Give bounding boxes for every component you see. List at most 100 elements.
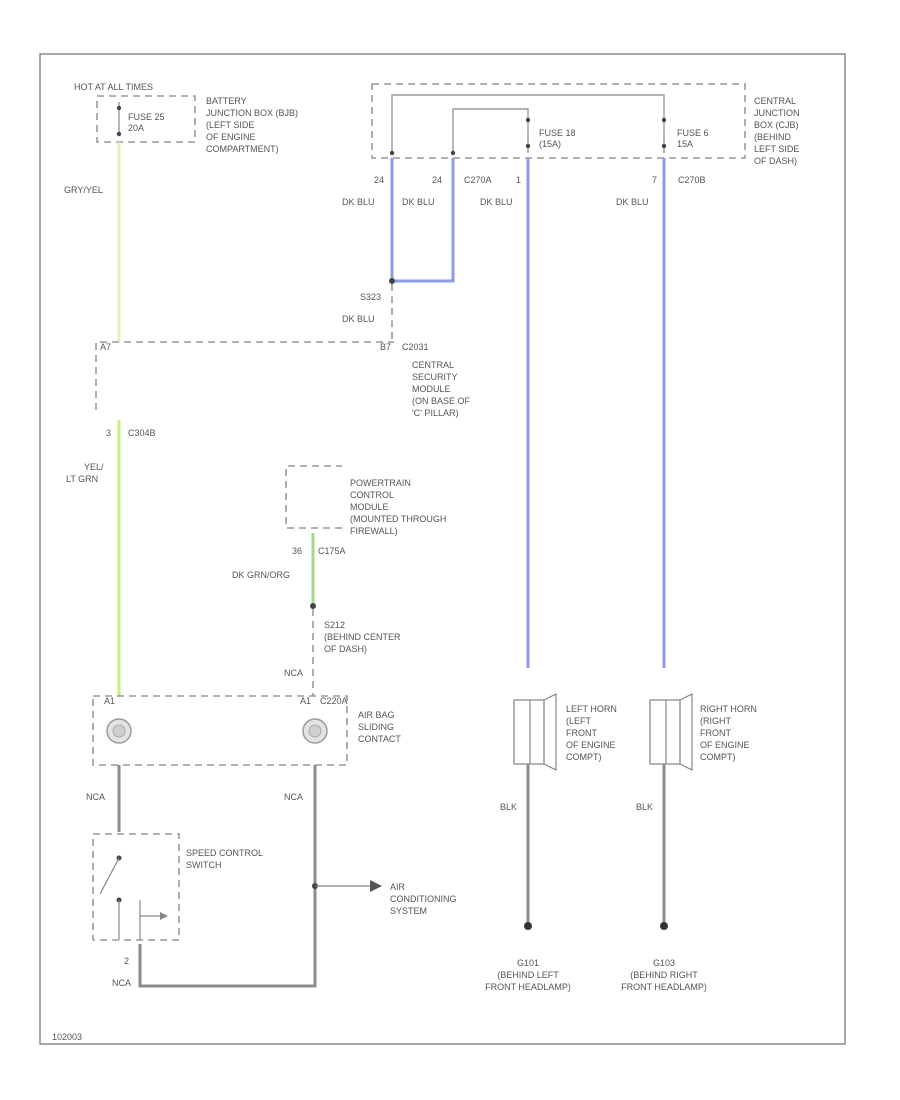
svg-text:BOX (CJB): BOX (CJB) — [754, 120, 799, 130]
ac-label: AIR CONDITIONING SYSTEM — [390, 882, 457, 916]
switch-pin-2: 2 — [124, 956, 129, 966]
svg-text:FUSE 6: FUSE 6 — [677, 128, 709, 138]
svg-text:SWITCH: SWITCH — [186, 860, 222, 870]
wire-label-gry-yel: GRY/YEL — [64, 185, 103, 195]
svg-text:(LEFT SIDE: (LEFT SIDE — [206, 120, 254, 130]
svg-text:(BEHIND LEFT: (BEHIND LEFT — [497, 970, 559, 980]
svg-text:OF ENGINE: OF ENGINE — [206, 132, 256, 142]
fuse-25-label: FUSE 25 — [128, 112, 165, 122]
svg-text:JUNCTION BOX (BJB): JUNCTION BOX (BJB) — [206, 108, 298, 118]
airbag-contact-left — [106, 718, 132, 744]
s212-label: S212 (BEHIND CENTER OF DASH) — [324, 620, 401, 654]
connector-c270a: C270A — [464, 175, 492, 185]
figure-id: 102003 — [52, 1032, 82, 1042]
svg-text:CONTROL: CONTROL — [350, 490, 394, 500]
wire-label-nca-3: NCA — [284, 792, 303, 802]
svg-text:LEFT SIDE: LEFT SIDE — [754, 144, 799, 154]
air-bag-sliding-contact — [92, 695, 348, 766]
svg-text:OF DASH): OF DASH) — [324, 644, 367, 654]
wire-label-dk-blu-4: DK BLU — [616, 197, 649, 207]
csm-pin-a7: A7 — [100, 342, 111, 352]
c270b-pin: 7 — [652, 175, 657, 185]
csm-pin-b7: B7 — [380, 342, 391, 352]
powertrain-control-module — [285, 465, 342, 529]
svg-text:OF DASH): OF DASH) — [754, 156, 797, 166]
wire-dk-blu-loop — [392, 158, 455, 283]
central-security-module — [95, 341, 394, 410]
svg-text:COMPARTMENT): COMPARTMENT) — [206, 144, 279, 154]
splice-s323 — [389, 278, 395, 284]
switch-contacts — [99, 855, 168, 940]
right-horn-label: RIGHT HORN (RIGHT FRONT OF ENGINE COMPT) — [700, 704, 757, 762]
pcm-label: POWERTRAIN CONTROL MODULE (MOUNTED THROU… — [350, 478, 446, 536]
connector-c2031: C2031 — [402, 342, 429, 352]
svg-text:FRONT HEADLAMP): FRONT HEADLAMP) — [485, 982, 571, 992]
svg-text:(BEHIND RIGHT: (BEHIND RIGHT — [630, 970, 698, 980]
svg-text:CENTRAL: CENTRAL — [412, 360, 454, 370]
svg-text:MODULE: MODULE — [412, 384, 451, 394]
svg-text:AIR: AIR — [390, 882, 406, 892]
speed-control-switch — [92, 833, 180, 941]
hot-at-all-times-label: HOT AT ALL TIMES — [74, 82, 153, 92]
g103-label: G103 (BEHIND RIGHT FRONT HEADLAMP) — [621, 958, 707, 992]
svg-text:FRONT: FRONT — [566, 728, 597, 738]
airbag-pin-right: A1 — [300, 696, 311, 706]
wire-label-dk-blu-5: DK BLU — [342, 314, 375, 324]
svg-text:FIREWALL): FIREWALL) — [350, 526, 398, 536]
g101-label: G101 (BEHIND LEFT FRONT HEADLAMP) — [485, 958, 571, 992]
ground-g101-icon — [524, 922, 532, 930]
wire-label-dk-blu-3: DK BLU — [480, 197, 513, 207]
arrow-to-ac-icon — [370, 880, 382, 892]
connector-c270b: C270B — [678, 175, 706, 185]
cjb-label: CENTRAL JUNCTION BOX (CJB) (BEHIND LEFT … — [754, 96, 800, 166]
svg-text:AIR BAG: AIR BAG — [358, 710, 395, 720]
wire-label-yel-lt-grn-1: YEL/ — [84, 462, 104, 472]
svg-text:LEFT HORN: LEFT HORN — [566, 704, 617, 714]
fuse-25-rating: 20A — [128, 123, 144, 133]
svg-text:SECURITY: SECURITY — [412, 372, 458, 382]
wire-label-nca-2: NCA — [86, 792, 105, 802]
wire-nca-right — [138, 765, 317, 988]
svg-text:15A: 15A — [677, 139, 693, 149]
wire-label-blk-1: BLK — [500, 802, 517, 812]
svg-text:(RIGHT: (RIGHT — [700, 716, 731, 726]
cjb-busbar — [391, 94, 665, 153]
battery-junction-box — [96, 95, 196, 143]
svg-text:FRONT HEADLAMP): FRONT HEADLAMP) — [621, 982, 707, 992]
svg-text:(BEHIND: (BEHIND — [754, 132, 792, 142]
splice-s323-label: S323 — [360, 292, 381, 302]
fuse-25: FUSE 25 20A — [116, 102, 165, 137]
wire-label-dk-blu-1: DK BLU — [342, 197, 375, 207]
svg-text:COMPT): COMPT) — [566, 752, 602, 762]
connector-c304b: C304B — [128, 428, 156, 438]
csm-pin-3: 3 — [106, 428, 111, 438]
wire-label-nca-1: NCA — [284, 668, 303, 678]
svg-text:MODULE: MODULE — [350, 502, 389, 512]
wire-label-yel-lt-grn-2: LT GRN — [66, 474, 98, 484]
right-horn — [649, 693, 693, 771]
svg-text:CENTRAL: CENTRAL — [754, 96, 796, 106]
switch-label: SPEED CONTROL SWITCH — [186, 848, 263, 870]
svg-text:SYSTEM: SYSTEM — [390, 906, 427, 916]
svg-text:(MOUNTED THROUGH: (MOUNTED THROUGH — [350, 514, 446, 524]
svg-text:G103: G103 — [653, 958, 675, 968]
left-horn — [513, 693, 557, 771]
central-junction-box — [371, 83, 746, 159]
svg-text:G101: G101 — [517, 958, 539, 968]
svg-text:FUSE 18: FUSE 18 — [539, 128, 576, 138]
svg-text:SPEED CONTROL: SPEED CONTROL — [186, 848, 263, 858]
splice-s212 — [310, 603, 316, 609]
wire-label-dk-blu-2: DK BLU — [402, 197, 435, 207]
wire-label-blk-2: BLK — [636, 802, 653, 812]
svg-text:POWERTRAIN: POWERTRAIN — [350, 478, 411, 488]
svg-text:(15A): (15A) — [539, 139, 561, 149]
ground-g103-icon — [660, 922, 668, 930]
pcm-pin-36: 36 — [292, 546, 302, 556]
fuse-18: FUSE 18 (15A) — [525, 117, 576, 149]
svg-text:(LEFT: (LEFT — [566, 716, 592, 726]
svg-text:CONTACT: CONTACT — [358, 734, 401, 744]
diagram-frame — [39, 53, 846, 1045]
fuse-6: FUSE 6 15A — [661, 117, 709, 149]
csm-label: CENTRAL SECURITY MODULE (ON BASE OF 'C' … — [412, 360, 471, 418]
